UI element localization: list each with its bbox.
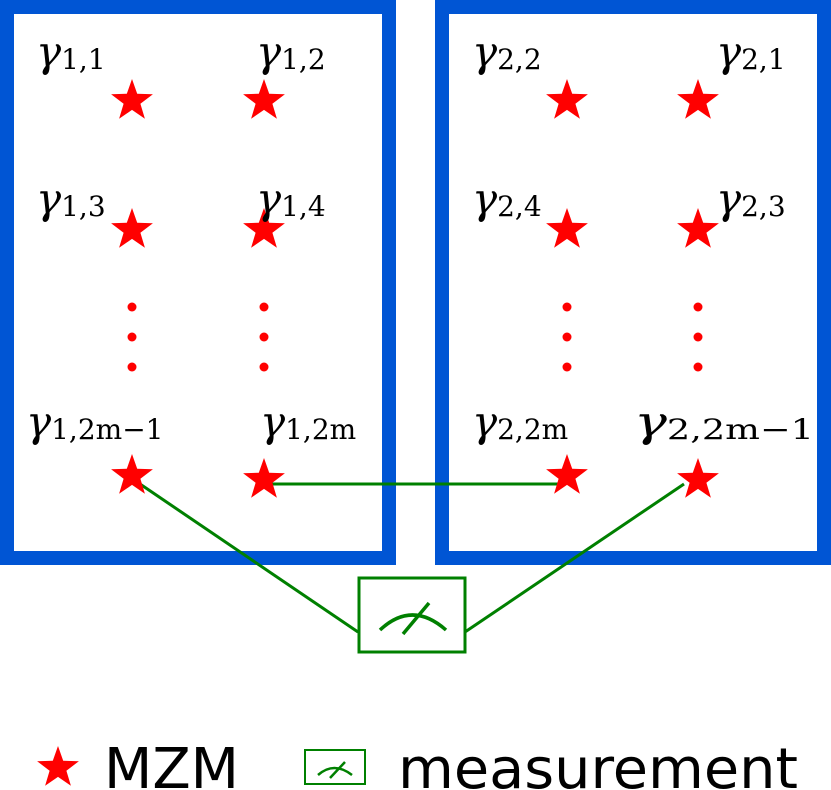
star-icon (243, 458, 285, 498)
meter-icon (317, 766, 353, 777)
ellipsis-dot (693, 332, 703, 342)
ellipsis-dot (562, 332, 572, 342)
label-gamma-2-2: γ2,2 (472, 27, 542, 76)
ellipsis-dot (127, 362, 137, 372)
meter-icon (378, 613, 448, 632)
label-gamma-1-2m-1: γ1,2m−1 (26, 397, 163, 446)
ellipsis-dot (127, 302, 137, 312)
legend-measurement-label: measurement (398, 737, 798, 790)
star-icon (677, 79, 719, 119)
label-gamma-1-2m: γ1,2m (260, 397, 356, 446)
ellipsis-dot (259, 302, 269, 312)
legend-mzm-label: MZM (104, 737, 239, 790)
label-gamma-1-4: γ1,4 (256, 174, 326, 223)
ellipsis-dot (259, 362, 269, 372)
legend: MZM measurement (37, 737, 798, 790)
star-icon (243, 79, 285, 119)
mzm-stars (111, 79, 719, 498)
module-1-labels: γ1,1 γ1,2 γ1,3 γ1,4 γ1,2m−1 γ1,2m (26, 27, 356, 446)
module-2-box (435, 0, 831, 565)
star-icon (677, 458, 719, 498)
ellipsis-dot (127, 332, 137, 342)
connections (139, 482, 685, 634)
star-icon (546, 454, 588, 494)
legend-measurement-icon (304, 749, 366, 785)
star-icon (111, 208, 153, 248)
ellipsis-dot (562, 302, 572, 312)
label-gamma-2-4: γ2,4 (472, 174, 542, 223)
star-icon (546, 79, 588, 119)
label-gamma-2-1: γ2,1 (716, 27, 786, 76)
label-gamma-1-2: γ1,2 (256, 27, 326, 76)
measurement-line-left (139, 482, 359, 634)
legend-star-icon (37, 746, 79, 786)
ellipsis-dot (693, 302, 703, 312)
ellipsis-dot (562, 362, 572, 372)
ellipsis-dot (693, 362, 703, 372)
measurement-line-right (464, 482, 685, 634)
measurement-device (357, 576, 467, 654)
star-icon (677, 208, 719, 248)
star-icon (546, 208, 588, 248)
meter-needle (401, 601, 431, 636)
legend-measurement-box (304, 749, 366, 785)
label-gamma-1-1: γ1,1 (36, 27, 106, 76)
star-icon (111, 79, 153, 119)
module-1-box (0, 0, 396, 565)
ellipsis-dot (259, 332, 269, 342)
label-gamma-2-2m: γ2,2m (472, 397, 568, 446)
label-gamma-1-3: γ1,3 (36, 174, 106, 223)
ellipsis-dots (127, 302, 703, 372)
meter-needle (329, 761, 346, 779)
label-gamma-2-3: γ2,3 (716, 174, 786, 223)
